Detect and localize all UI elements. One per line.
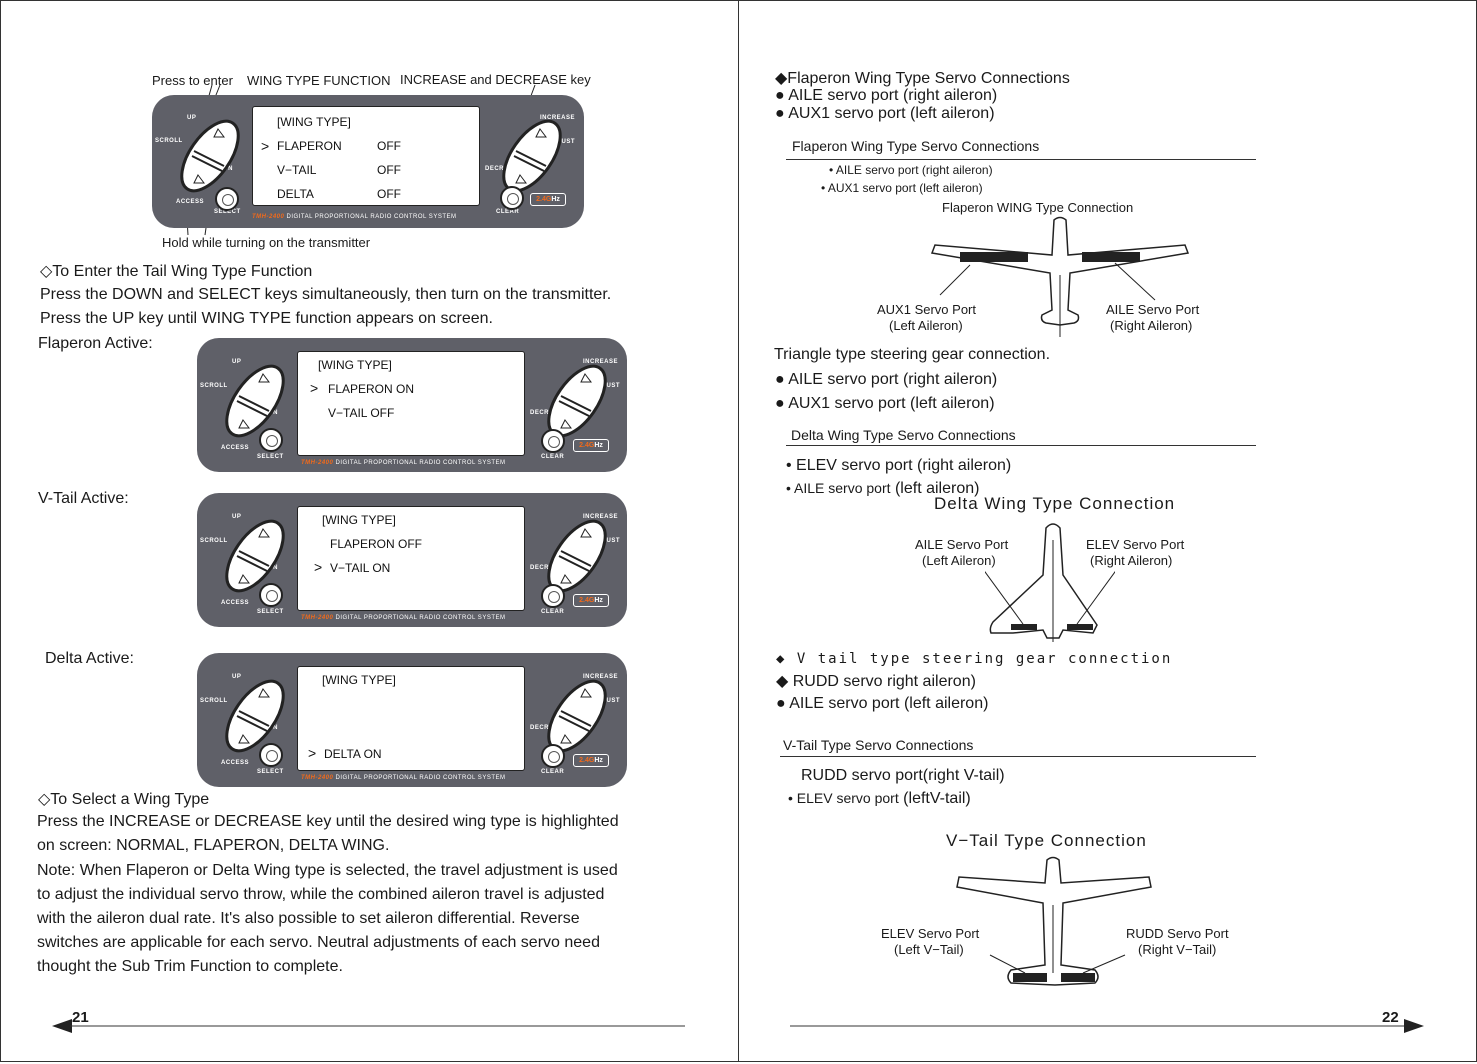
delta-bullet: • AILE servo port (left aileron) <box>786 480 980 497</box>
delta-bullet: • ELEV servo port (right aileron) <box>786 457 1012 474</box>
clear-button[interactable] <box>541 744 565 768</box>
row-flaperon: FLAPERON ON <box>328 382 415 396</box>
vtail-subheading: V-Tail Type Servo Connections <box>783 737 974 753</box>
flaperon-right-sub: (Right Aileron) <box>1110 318 1193 333</box>
label-delta-active: Delta Active: <box>45 650 134 667</box>
row-delta: DELTA <box>277 187 314 201</box>
divider <box>780 756 1256 757</box>
flaperon-subheading: Flaperon Wing Type Servo Connections <box>792 138 1040 154</box>
callout-increase-decrease: INCREASE and DECREASE key <box>400 72 591 87</box>
vtail-right-port: RUDD Servo Port <box>1126 926 1229 941</box>
section2-line: thought the Sub Trim Function to complet… <box>37 958 343 975</box>
lcd-screen: [WING TYPE] FLAPERON OFF > V−TAIL ON <box>297 506 525 611</box>
row-vtail: V−TAIL <box>277 163 317 177</box>
lcd-screen: [WING TYPE] > FLAPERON ON V−TAIL OFF <box>297 351 525 456</box>
screen-title: WING TYPE <box>280 115 348 129</box>
divider <box>786 445 1256 446</box>
vtail-sub-bullet: RUDD servo port(right V-tail) <box>801 767 1005 784</box>
brand-strip: TMH-2400 DIGITAL PROPORTIONAL RADIO CONT… <box>252 214 457 220</box>
freq-badge: 2.4GHz <box>530 193 566 206</box>
row-flaperon-value: OFF <box>377 139 401 153</box>
vtail-plane-diagram <box>956 856 1152 986</box>
vtail-heading: ◆ V tail type steering gear connection <box>776 651 1173 667</box>
triangle-heading: Triangle type steering gear connection. <box>774 346 1051 363</box>
delta-right-port: ELEV Servo Port <box>1086 537 1185 552</box>
section2-line: Press the INCREASE or DECREASE key until… <box>37 813 619 830</box>
select-button[interactable] <box>215 187 239 211</box>
transmitter-panel-main: UP SCROLL DOWN ACCESS SELECT [WING TYPE]… <box>152 95 584 228</box>
lcd-screen: [WING TYPE] > FLAPERON OFF V−TAIL OFF DE… <box>252 106 480 206</box>
row-delta-value: OFF <box>377 187 401 201</box>
up-down-rocker[interactable] <box>225 511 285 601</box>
label-vtail-active: V-Tail Active: <box>38 490 129 507</box>
label-flaperon-active: Flaperon Active: <box>38 335 153 352</box>
section2-line: on screen: NORMAL, FLAPERON, DELTA WING. <box>37 837 390 854</box>
row-flaperon: FLAPERON OFF <box>330 537 423 551</box>
page-footer-rule <box>52 1019 685 1033</box>
divider <box>786 159 1256 160</box>
flaperon-sub-bullet: • AILE servo port (right aileron) <box>829 163 993 177</box>
transmitter-panel-flaperon: UP SCROLL DOWN ACCESS SELECT [WING TYPE]… <box>197 338 627 472</box>
delta-diagram-title: Delta Wing Type Connection <box>934 494 1176 513</box>
delta-left-port: AILE Servo Port <box>915 537 1009 552</box>
vtail-diagram-title: V−Tail Type Connection <box>946 831 1147 850</box>
section1-line1: Press the DOWN and SELECT keys simultane… <box>40 286 612 303</box>
vtail-sub-bullet: • ELEV servo port (leftV-tail) <box>788 790 971 807</box>
section2-line: switches are applicable for each servo. … <box>37 934 600 951</box>
row-flaperon: FLAPERON <box>277 139 342 153</box>
vtail-left-port: ELEV Servo Port <box>881 926 980 941</box>
section2-line: to adjust the individual servo throw, wh… <box>37 886 605 903</box>
clear-button[interactable] <box>500 186 524 210</box>
select-button[interactable] <box>259 743 283 767</box>
cursor-arrow: > <box>261 138 270 154</box>
flaperon-diagram-title: Flaperon WING Type Connection <box>942 200 1134 215</box>
row-vtail-value: OFF <box>377 163 401 177</box>
cursor-arrow: > <box>308 745 317 761</box>
clear-button[interactable] <box>541 429 565 453</box>
transmitter-panel-delta: UP SCROLL DOWN ACCESS SELECT [WING TYPE]… <box>197 653 627 787</box>
vtail-left-sub: (Left V−Tail) <box>894 942 964 957</box>
section1-line2: Press the UP key until WING TYPE functio… <box>40 310 493 327</box>
section2-heading: ◇To Select a Wing Type <box>38 791 210 808</box>
callout-hold: Hold while turning on the transmitter <box>162 235 371 250</box>
flaperon-plane-diagram <box>930 216 1190 337</box>
section1-heading: ◇To Enter the Tail Wing Type Function <box>40 263 313 280</box>
page-number: 21 <box>72 1009 89 1026</box>
flaperon-left-port: AUX1 Servo Port <box>877 302 976 317</box>
cursor-arrow: > <box>314 559 323 575</box>
row-vtail: V−TAIL OFF <box>328 406 395 420</box>
section2-line: with the aileron dual rate. It's also po… <box>37 910 580 927</box>
delta-right-sub: (Right Aileron) <box>1090 553 1173 568</box>
callout-press-enter: Press to enter <box>152 73 233 88</box>
triangle-bullet: ● AILE servo port (right aileron) <box>775 371 998 388</box>
triangle-bullet: ● AUX1 servo port (left aileron) <box>775 395 995 412</box>
transmitter-panel-vtail: UP SCROLL DOWN ACCESS SELECT [WING TYPE]… <box>197 493 627 627</box>
page-number: 22 <box>1382 1009 1399 1026</box>
vtail-right-sub: (Right V−Tail) <box>1138 942 1217 957</box>
delta-left-sub: (Left Aileron) <box>922 553 996 568</box>
flaperon-left-sub: (Left Aileron) <box>889 318 963 333</box>
flaperon-heading: ◆Flaperon Wing Type Servo Connections <box>775 70 1070 87</box>
page-footer-rule <box>790 1019 1424 1033</box>
callout-wing-type-function: WING TYPE FUNCTION <box>247 73 391 88</box>
vtail-bullet: ◆ RUDD servo right aileron) <box>776 673 976 690</box>
flaperon-bullet: ● AUX1 servo port (left aileron) <box>775 105 995 122</box>
cursor-arrow: > <box>310 380 319 396</box>
lcd-screen: [WING TYPE] > DELTA ON <box>297 666 525 771</box>
vtail-bullet: ● AILE servo port (left aileron) <box>776 695 989 712</box>
row-delta: DELTA ON <box>324 747 382 761</box>
row-vtail: V−TAIL ON <box>330 561 391 575</box>
flaperon-right-port: AILE Servo Port <box>1106 302 1200 317</box>
select-button[interactable] <box>259 428 283 452</box>
up-down-rocker[interactable] <box>225 356 285 446</box>
flaperon-bullet: ● AILE servo port (right aileron) <box>775 87 998 104</box>
flaperon-sub-bullet: • AUX1 servo port (left aileron) <box>821 181 983 195</box>
clear-button[interactable] <box>541 584 565 608</box>
delta-wing-diagram <box>985 523 1115 642</box>
up-down-rocker[interactable] <box>225 671 285 761</box>
delta-subheading: Delta Wing Type Servo Connections <box>791 427 1016 443</box>
section2-line: Note: When Flaperon or Delta Wing type i… <box>37 862 618 879</box>
up-down-rocker[interactable] <box>180 111 240 201</box>
select-button[interactable] <box>259 583 283 607</box>
